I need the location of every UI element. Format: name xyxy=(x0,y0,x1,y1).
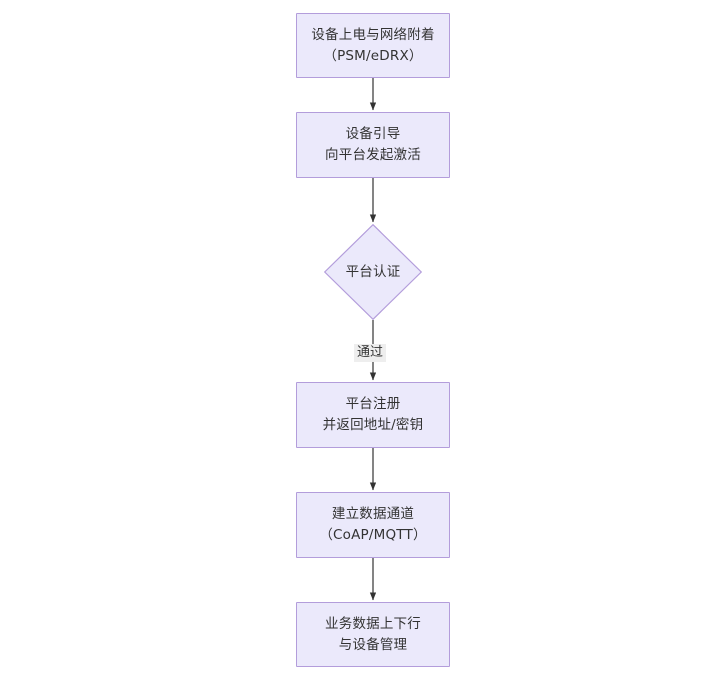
node-power-on[interactable]: 设备上电与网络附着 （PSM/eDRX） xyxy=(296,13,450,78)
node-bootstrap[interactable]: 设备引导 向平台发起激活 xyxy=(296,112,450,178)
node-business-data-label: 业务数据上下行 与设备管理 xyxy=(325,615,421,653)
diamond-shape xyxy=(324,224,422,320)
node-bootstrap-label: 设备引导 向平台发起激活 xyxy=(325,126,421,163)
node-platform-auth[interactable]: 平台认证 xyxy=(324,224,422,320)
edge-label-pass: 通过 xyxy=(354,344,387,362)
node-business-data[interactable]: 业务数据上下行 与设备管理 xyxy=(296,602,450,667)
node-platform-register[interactable]: 平台注册 并返回地址/密钥 xyxy=(296,382,450,448)
node-data-channel-label: 建立数据通道 （CoAP/MQTT） xyxy=(319,506,427,543)
node-platform-auth-label: 平台认证 xyxy=(345,263,401,280)
node-power-on-label: 设备上电与网络附着 （PSM/eDRX） xyxy=(311,26,435,64)
node-data-channel[interactable]: 建立数据通道 （CoAP/MQTT） xyxy=(296,492,450,558)
node-platform-register-label: 平台注册 并返回地址/密钥 xyxy=(322,396,424,433)
